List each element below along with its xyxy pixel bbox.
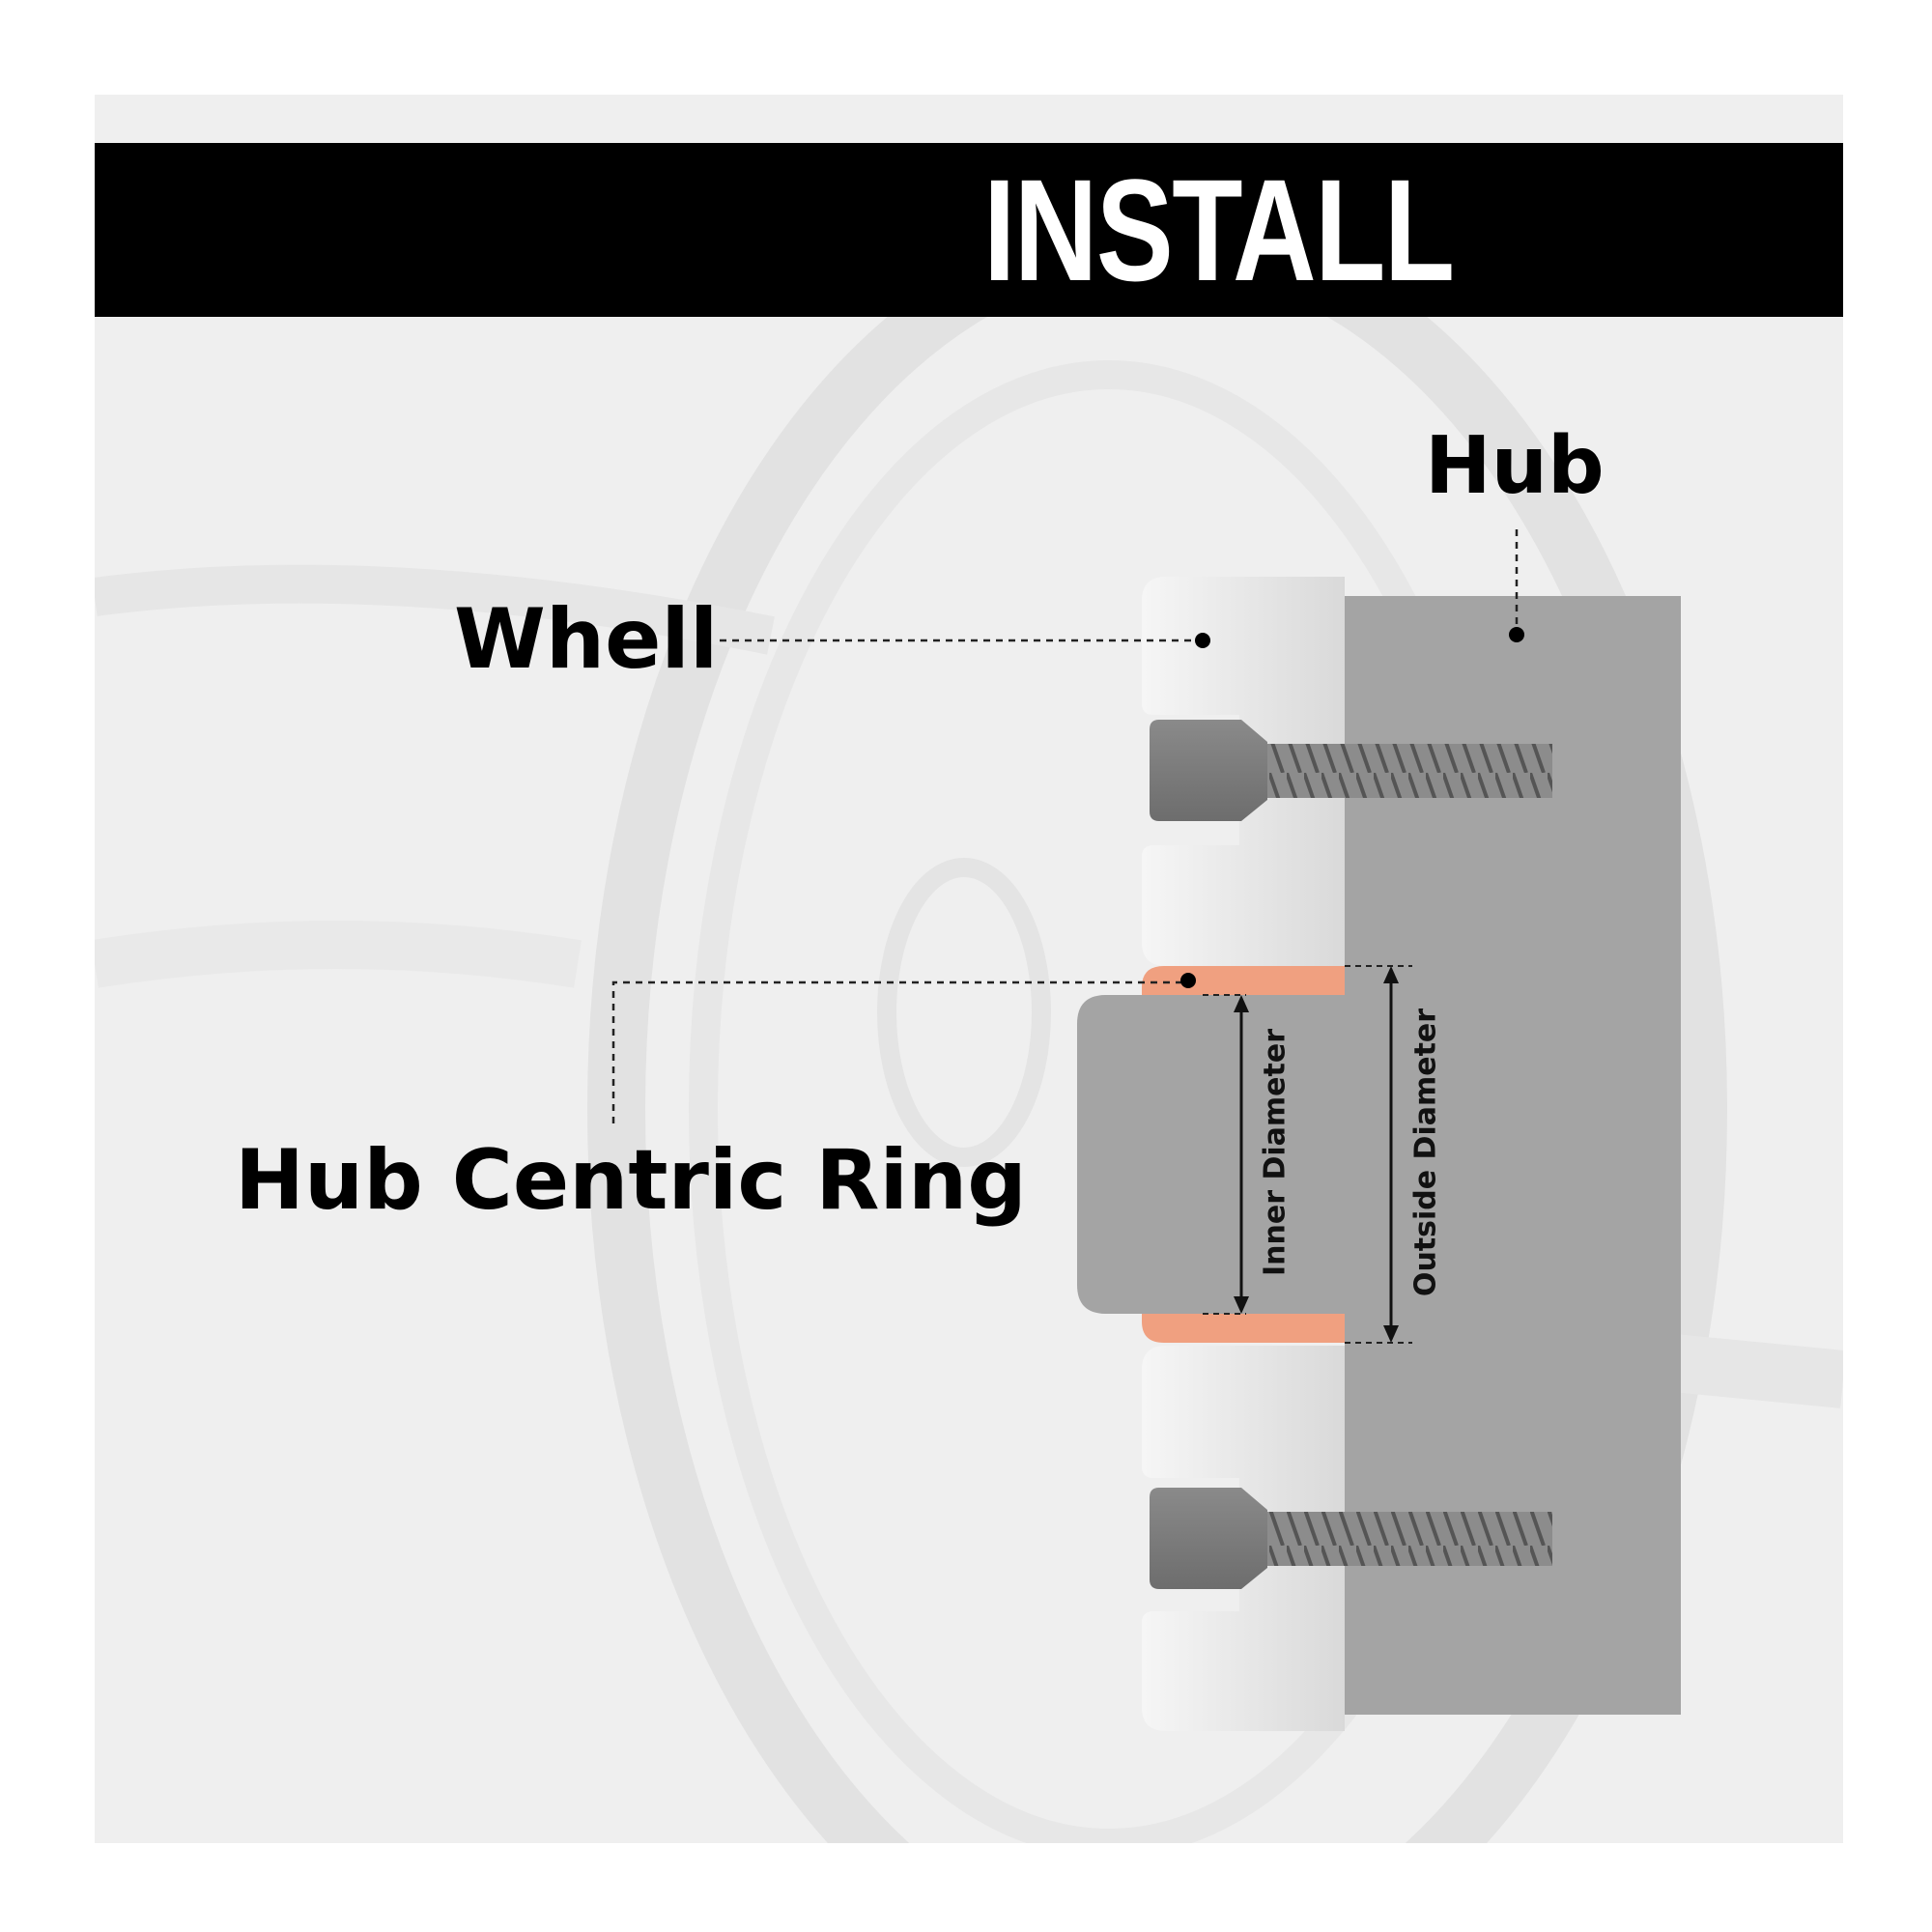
top-bolt <box>1150 720 1552 821</box>
outside-diameter-dimension <box>1345 965 1412 1344</box>
inner-diameter-dimension <box>1203 994 1249 1315</box>
wheel-leader <box>720 633 1210 648</box>
title-banner <box>95 143 1843 317</box>
wheel-label: Whell <box>454 591 719 688</box>
hub-pilot <box>1077 995 1345 1314</box>
banner-title: INSTALL <box>983 149 1455 311</box>
inner-diameter-label: Inner Diameter <box>1258 1029 1293 1276</box>
hub-centric-ring-top <box>1142 966 1345 995</box>
hub-label: Hub <box>1425 420 1605 512</box>
ring-leader <box>611 973 1196 1123</box>
hub-centric-ring-label: Hub Centric Ring <box>235 1132 1027 1229</box>
outside-diameter-label: Outside Diameter <box>1408 1008 1443 1297</box>
hub-leader <box>1509 529 1524 642</box>
bottom-bolt <box>1150 1488 1552 1589</box>
hub-centric-ring-bottom <box>1142 1314 1345 1343</box>
